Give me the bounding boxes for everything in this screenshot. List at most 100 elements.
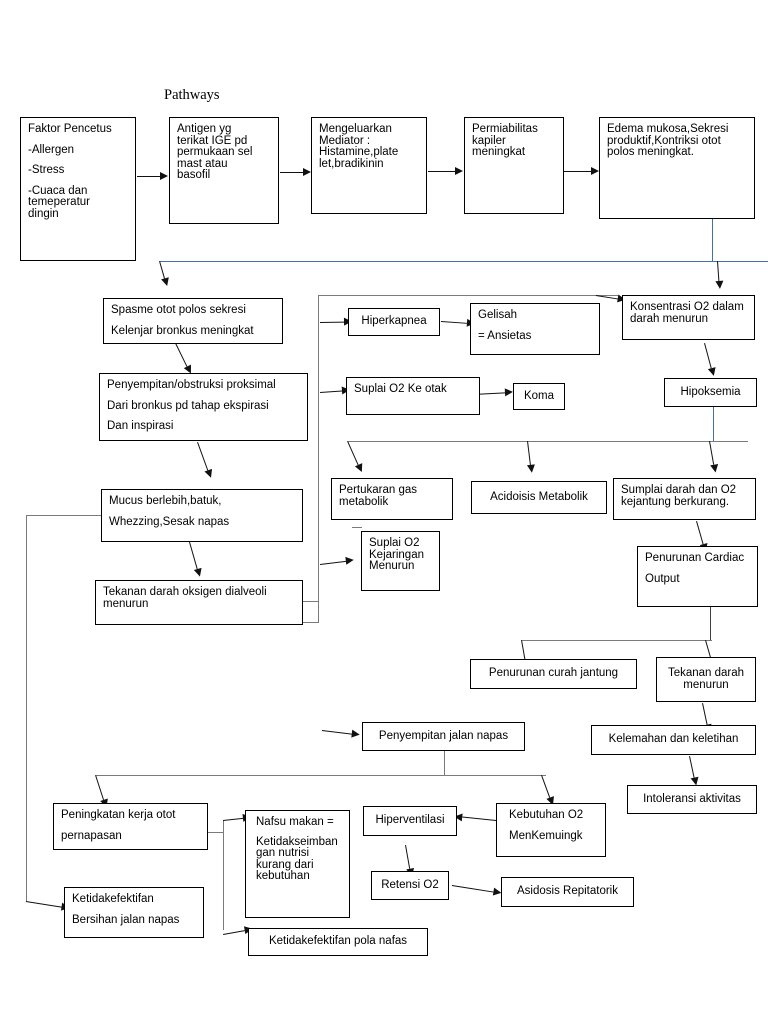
arrow-trunk-to-penyempitan-jalan — [321, 729, 361, 739]
node-hiperkapnea[interactable]: Hiperkapnea — [348, 308, 440, 336]
node-intoleransi-aktivitas[interactable]: Intoleransi aktivitas — [627, 785, 757, 814]
arrow-rail-to-kebutuhan-o2 — [541, 775, 557, 807]
node-line: Tekanan darah menurun — [667, 667, 745, 691]
node-line: Acidoisis Metabolik — [490, 490, 588, 503]
node-line: Sumplai darah dan O2 kejantung berkurang… — [621, 484, 737, 508]
connector-peningkatan-out — [207, 832, 223, 833]
connector-bottom-rail — [96, 775, 546, 776]
node-sumplai-darah-jantung[interactable]: Sumplai darah dan O2 kejantung berkurang… — [613, 478, 756, 520]
arrow-kelemahan-to-intoleransi — [689, 756, 701, 787]
arrow-mucus-to-tekanan-oksigen — [189, 542, 204, 578]
node-line: Retensi O2 — [381, 878, 439, 891]
arrow-rail-to-acidoisis — [526, 441, 536, 474]
connector-hipoksemia-down — [713, 407, 714, 441]
node-line: Hiperventilasi — [375, 814, 445, 827]
connector-tekanan-to-trunk — [303, 601, 319, 602]
node-ketidakefektifan-pola-nafas[interactable]: Ketidakefektifan pola nafas — [248, 928, 428, 956]
node-line: Ketidakefektifan pola nafas — [268, 935, 408, 948]
arrow-edema-to-spasme — [159, 261, 172, 288]
node-spasme-otot-polos[interactable]: Spasme otot polos sekresi Kelenjar bronk… — [103, 298, 283, 344]
node-line: = Ansietas — [478, 329, 532, 342]
arrow-spasme-to-penyempitan — [175, 343, 195, 376]
node-line: Hiperkapnea — [361, 315, 427, 328]
node-nafsu-makan[interactable]: Nafsu makan = Ketidakseimban gan nutrisi… — [245, 810, 350, 918]
node-pertukaran-gas[interactable]: Pertukaran gas metabolik — [331, 478, 453, 520]
node-line: Antigen yg terikat IGE pd permukaan sel … — [177, 123, 253, 181]
node-line: Kebutuhan O2 — [509, 809, 584, 821]
node-ketidakefektifan-bersihan[interactable]: Ketidakefektifan Bersihan jalan napas — [64, 887, 204, 938]
connector-cardiac-rail — [522, 640, 712, 641]
node-edema-mukosa[interactable]: Edema mukosa,Sekresi produktif,Kontriksi… — [599, 117, 755, 219]
node-line: Ketidakefektifan — [72, 893, 154, 905]
node-kelemahan-keletihan[interactable]: Kelemahan dan keletihan — [591, 725, 756, 755]
node-line: Penurunan curah jantung — [488, 667, 619, 680]
node-line: Penyempitan jalan napas — [378, 729, 509, 742]
node-faktor-pencetus[interactable]: Faktor Pencetus -Allergen -Stress -Cuaca… — [20, 117, 136, 261]
node-line: Mucus berlebih,batuk, — [109, 495, 222, 507]
connector-edema-down — [712, 219, 713, 261]
arrow-rail-to-sumplai-darah — [709, 441, 720, 474]
node-line: Permiabilitas kapiler meningkat — [472, 123, 538, 158]
node-line: -Allergen — [28, 143, 75, 156]
node-line: pernapasan — [61, 829, 122, 842]
arrow-penyempitan-to-mucus — [197, 442, 215, 480]
node-line: Dan inspirasi — [107, 420, 174, 432]
node-line: Pertukaran gas metabolik — [339, 484, 417, 508]
connector-cardiac-down — [710, 607, 711, 640]
node-gelisah-ansietas[interactable]: Gelisah = Ansietas — [470, 303, 600, 355]
node-retensi-o2[interactable]: Retensi O2 — [371, 871, 449, 900]
node-suplai-o2-kejaringan[interactable]: Suplai O2 Kejaringan Menurun — [361, 531, 440, 591]
node-hipoksemia[interactable]: Hipoksemia — [664, 378, 757, 407]
node-line: Dari bronkus pd tahap ekspirasi — [107, 399, 269, 412]
arrow-konsentrasi-to-hipoksemia — [704, 343, 718, 377]
node-kebutuhan-o2[interactable]: Kebutuhan O2 MenKemuingk — [496, 803, 606, 857]
arrow-rail-to-pertukaran-gas — [347, 441, 366, 474]
connector-left-trunk — [26, 515, 27, 901]
arrow-edema-to-konsentrasi — [715, 261, 724, 290]
arrow-kebutuhan-to-hiperventilasi — [453, 812, 497, 822]
connector-bottom-bracket — [223, 820, 224, 930]
node-line: Output — [645, 572, 680, 585]
node-acidoisis-metabolik[interactable]: Acidoisis Metabolik — [471, 481, 607, 514]
node-hiperventilasi[interactable]: Hiperventilasi — [363, 806, 457, 836]
diagram-title: Pathways — [164, 87, 220, 103]
node-line: Edema mukosa,Sekresi produktif,Kontriksi… — [607, 123, 729, 158]
node-line: Mengeluarkan Mediator : Histamine,plate … — [319, 123, 399, 170]
node-penurunan-cardiac[interactable]: Penurunan Cardiac Output — [637, 546, 758, 607]
node-koma[interactable]: Koma — [513, 383, 565, 410]
node-line: Suplai O2 Kejaringan Menurun — [369, 537, 424, 572]
node-line: Peningkatan kerja otot — [61, 809, 176, 821]
node-line: Konsentrasi O2 dalam darah menurun — [630, 301, 744, 325]
connector-mid-trunk — [318, 295, 319, 622]
node-asidosis-repitatorik[interactable]: Asidosis Repitatorik — [501, 877, 634, 907]
connector-penyempitan-down — [444, 750, 445, 775]
node-penyempitan-jalan-napas[interactable]: Penyempitan jalan napas — [362, 722, 525, 751]
node-line: Ketidakseimban gan nutrisi kurang dari k… — [256, 835, 338, 882]
node-permiabilitas-kapiler[interactable]: Permiabilitas kapiler meningkat — [464, 117, 564, 214]
node-line: Whezzing,Sesak napas — [109, 515, 230, 528]
connector-top-mid-rail — [318, 295, 618, 296]
node-penurunan-curah-jantung[interactable]: Penurunan curah jantung — [470, 659, 637, 689]
arrow-left-trunk-to-bersihan — [25, 901, 71, 912]
node-penyempitan-obstruksi[interactable]: Penyempitan/obstruksi proksimal Dari bro… — [99, 373, 308, 441]
node-line: Koma — [523, 389, 555, 402]
arrow-trunk-to-suplai-kejaringan — [320, 555, 355, 565]
node-mengeluarkan-mediator[interactable]: Mengeluarkan Mediator : Histamine,plate … — [311, 117, 427, 214]
node-suplai-o2-ke-otak[interactable]: Suplai O2 Ke otak — [346, 377, 480, 415]
node-tekanan-darah-menurun[interactable]: Tekanan darah menurun — [656, 657, 756, 702]
node-tekanan-darah-oksigen[interactable]: Tekanan darah oksigen dialveoli menurun — [95, 580, 303, 625]
connector-mucus-left-out — [26, 515, 101, 516]
node-line: Kelemahan dan keletihan — [608, 733, 739, 746]
node-antigen-ige[interactable]: Antigen yg terikat IGE pd permukaan sel … — [169, 117, 279, 224]
node-mucus-berlebih[interactable]: Mucus berlebih,batuk, Whezzing,Sesak nap… — [101, 489, 303, 542]
node-line: Asidosis Repitatorik — [517, 885, 618, 898]
node-line: Tekanan darah oksigen dialveoli menurun — [103, 586, 267, 610]
connector-mid-trunk-foot — [303, 622, 319, 623]
node-konsentrasi-o2-darah[interactable]: Konsentrasi O2 dalam darah menurun — [622, 295, 755, 340]
node-line: Gelisah — [478, 309, 517, 321]
node-line: Penurunan Cardiac — [645, 552, 745, 564]
node-line: Penyempitan/obstruksi proksimal — [107, 379, 276, 391]
node-line: Bersihan jalan napas — [72, 913, 180, 926]
node-peningkatan-kerja-otot[interactable]: Peningkatan kerja otot pernapasan — [53, 803, 208, 850]
